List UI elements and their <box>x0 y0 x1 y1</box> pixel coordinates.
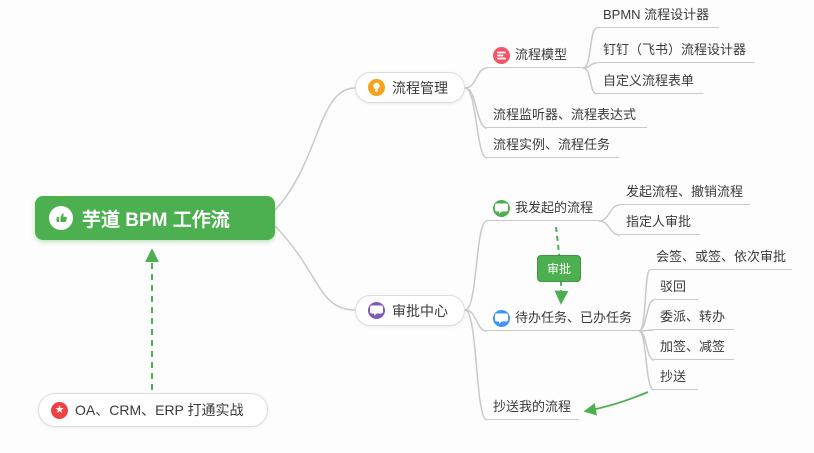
arrow-cc-to-ccme <box>583 391 649 416</box>
node-label: 驳回 <box>660 279 687 294</box>
node-label: BPMN 流程设计器 <box>603 7 710 22</box>
node-label: 流程模型 <box>515 47 568 62</box>
todo-tasks-icon <box>493 309 510 327</box>
node-label: 流程管理 <box>392 79 448 96</box>
node-label: 发起流程、撤销流程 <box>626 184 744 199</box>
process-model-icon <box>493 46 510 64</box>
node-assignee-approval[interactable]: 指定人审批 <box>620 212 700 235</box>
node-label: 我发起的流程 <box>515 200 594 215</box>
root-node[interactable]: 芋道 BPM 工作流 <box>35 196 275 240</box>
node-label: 自定义流程表单 <box>603 73 695 88</box>
node-label: 委派、转办 <box>660 309 726 324</box>
node-add-remove-sign[interactable]: 加签、减签 <box>654 337 734 360</box>
lightbulb-icon <box>368 79 385 96</box>
node-label: 钉钉（飞书）流程设计器 <box>603 42 747 57</box>
node-label: 会签、或签、依次审批 <box>656 249 787 264</box>
node-initiate-cancel[interactable]: 发起流程、撤销流程 <box>620 182 750 205</box>
node-reject[interactable]: 驳回 <box>654 277 698 300</box>
node-bpmn-designer[interactable]: BPMN 流程设计器 <box>597 5 719 28</box>
node-label: 流程实例、流程任务 <box>493 137 611 152</box>
branch-connectors <box>274 27 655 421</box>
star-icon: ★ <box>51 401 68 419</box>
node-approval-center[interactable]: 审批中心 <box>355 295 465 326</box>
node-label: 待办任务、已办任务 <box>515 310 633 325</box>
node-label: 流程监听器、流程表达式 <box>493 107 637 122</box>
node-label: OA、CRM、ERP 打通实战 <box>75 402 244 418</box>
node-dingtalk-designer[interactable]: 钉钉（飞书）流程设计器 <box>597 40 755 63</box>
node-practice-note[interactable]: ★ OA、CRM、ERP 打通实战 <box>38 393 268 427</box>
node-process-model[interactable]: 流程模型 <box>487 45 583 68</box>
node-custom-form[interactable]: 自定义流程表单 <box>597 71 703 94</box>
node-todo-done-tasks[interactable]: 待办任务、已办任务 <box>487 308 639 331</box>
node-label: 指定人审批 <box>626 214 692 229</box>
my-processes-icon <box>493 199 510 217</box>
node-label: 抄送 <box>660 369 687 384</box>
node-label: 抄送我的流程 <box>493 399 572 414</box>
node-listeners-expressions[interactable]: 流程监听器、流程表达式 <box>487 105 647 128</box>
root-label: 芋道 BPM 工作流 <box>82 209 230 231</box>
node-label: 加签、减签 <box>660 339 726 354</box>
thumbs-up-icon <box>49 206 73 230</box>
approval-badge[interactable]: 审批 <box>537 255 582 282</box>
node-my-initiated[interactable]: 我发起的流程 <box>487 198 599 221</box>
approval-center-icon <box>368 302 385 319</box>
node-label: 审批中心 <box>392 302 448 319</box>
badge-label: 审批 <box>547 262 572 276</box>
node-delegate-transfer[interactable]: 委派、转办 <box>654 307 734 330</box>
node-process-management[interactable]: 流程管理 <box>355 72 465 103</box>
node-cc-my-processes[interactable]: 抄送我的流程 <box>487 397 579 420</box>
node-instances-tasks[interactable]: 流程实例、流程任务 <box>487 135 619 158</box>
node-cc[interactable]: 抄送 <box>654 367 698 390</box>
node-countersign[interactable]: 会签、或签、依次审批 <box>650 247 792 270</box>
